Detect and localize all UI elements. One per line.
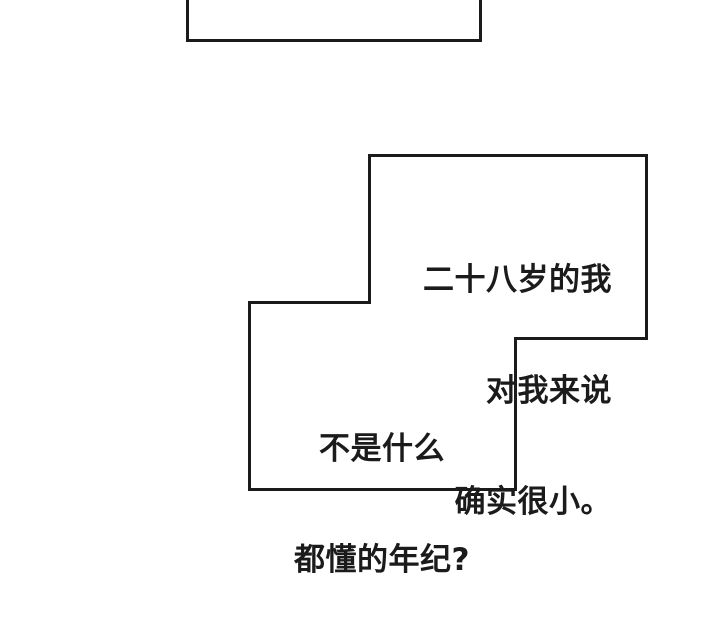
stepped-panel-group [248, 154, 648, 491]
stepped-panel-outline [248, 154, 648, 491]
panel-step-divider [249, 155, 371, 304]
lower-speech-line-1: 不是什么 [319, 431, 445, 467]
cropped-top-panel [186, 0, 482, 42]
upper-speech-line-3: 确实很小。 [454, 484, 612, 520]
upper-speech-line-1: 二十八岁的我 [423, 262, 612, 298]
panel-step-divider-lower [514, 337, 647, 490]
lower-speech-line-2: 都懂的年纪? [294, 542, 470, 578]
upper-speech-text: 二十八岁的我 对我来说 确实很小。 [380, 188, 612, 595]
upper-speech-line-2: 对我来说 [486, 373, 612, 409]
lower-speech-text: 不是什么 都懂的年纪? [252, 357, 512, 618]
